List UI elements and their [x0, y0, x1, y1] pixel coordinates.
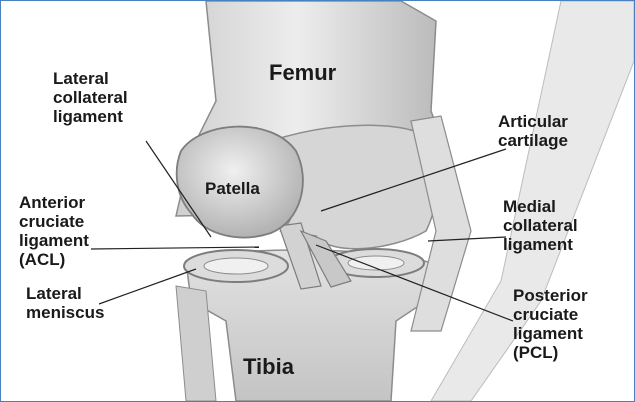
label-pcl: Posterior cruciate ligament (PCL): [513, 286, 588, 362]
label-femur: Femur: [269, 61, 336, 86]
label-articular-cartilage: Articular cartilage: [498, 112, 568, 150]
label-medial-collateral-ligament: Medial collateral ligament: [503, 197, 578, 254]
label-patella: Patella: [205, 179, 260, 198]
label-lateral-meniscus: Lateral meniscus: [26, 284, 104, 322]
label-acl: Anterior cruciate ligament (ACL): [19, 193, 89, 269]
label-lateral-collateral-ligament: Lateral collateral ligament: [53, 69, 128, 126]
label-tibia: Tibia: [243, 355, 294, 380]
leader-acl: [91, 247, 259, 249]
